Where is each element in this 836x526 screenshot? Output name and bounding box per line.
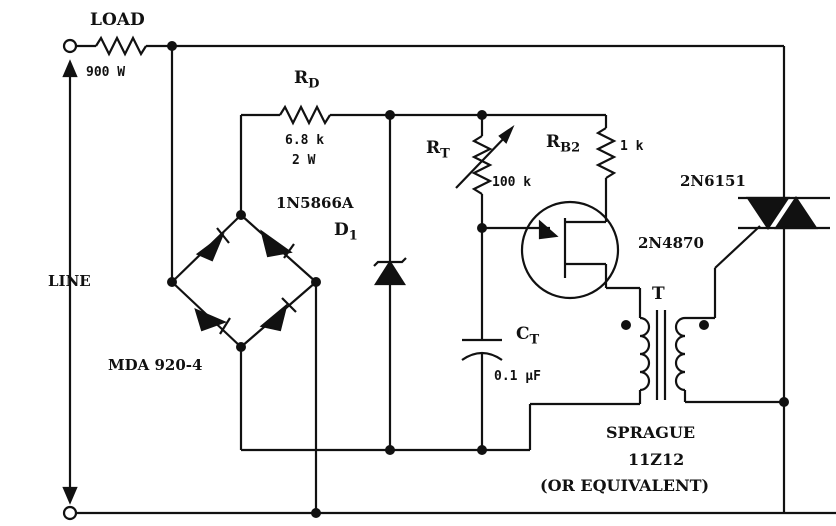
rb2-label: RB2	[546, 132, 581, 156]
triac-part-label: 2N6151	[680, 172, 746, 190]
rb2-value: 1 k	[620, 139, 644, 154]
bridge-diode-3	[194, 308, 227, 332]
line-label: LINE	[48, 272, 91, 290]
transformer-model-label: 11Z12	[628, 450, 685, 469]
rt-label: RT	[426, 138, 450, 162]
bridge-diode-2	[260, 229, 293, 258]
load-resistor	[95, 35, 147, 57]
zener-diode	[373, 259, 407, 286]
bridge-diode-4	[259, 302, 288, 332]
transformer-maker-label: SPRAGUE	[606, 423, 696, 442]
ujt-emitter-arrow	[538, 219, 559, 240]
bridge-diode-1	[195, 232, 225, 262]
transformer-label: T	[652, 284, 665, 304]
triac	[738, 196, 830, 230]
rd-value-ohms: 6.8 k	[285, 133, 325, 148]
ct-value: 0.1 µF	[494, 369, 541, 384]
ujt-part-label: 2N4870	[638, 234, 704, 252]
load-label: LOAD	[90, 10, 145, 30]
variable-arrow-icon	[498, 125, 515, 144]
line-terminal-top	[62, 38, 78, 54]
rd-label: RD	[294, 68, 320, 92]
zener-part-label: 1N5866A	[276, 194, 354, 212]
rd-resistor	[279, 104, 331, 126]
bridge-rectifier	[171, 210, 321, 352]
arrow-down-icon	[62, 486, 78, 505]
arrow-up-icon	[62, 59, 78, 78]
rt-value: 100 k	[492, 175, 532, 190]
transformer-secondary-coil	[674, 316, 686, 392]
ct-label: CT	[516, 324, 540, 348]
rt-variable-resistor	[471, 135, 493, 195]
rb2-resistor	[595, 127, 617, 179]
ujt-transistor	[520, 200, 620, 300]
bridge-part-label: MDA 920-4	[108, 356, 203, 374]
d1-label: D1	[334, 220, 358, 244]
line-terminal-bottom	[62, 505, 78, 521]
transformer-equivalent-label: (OR EQUIVALENT)	[540, 476, 710, 495]
transformer-secondary-dot	[699, 320, 709, 330]
transformer-primary-dot	[621, 320, 631, 330]
rd-value-watts: 2 W	[292, 153, 316, 168]
load-value: 900 W	[86, 65, 126, 80]
transformer-primary-coil	[639, 316, 651, 392]
